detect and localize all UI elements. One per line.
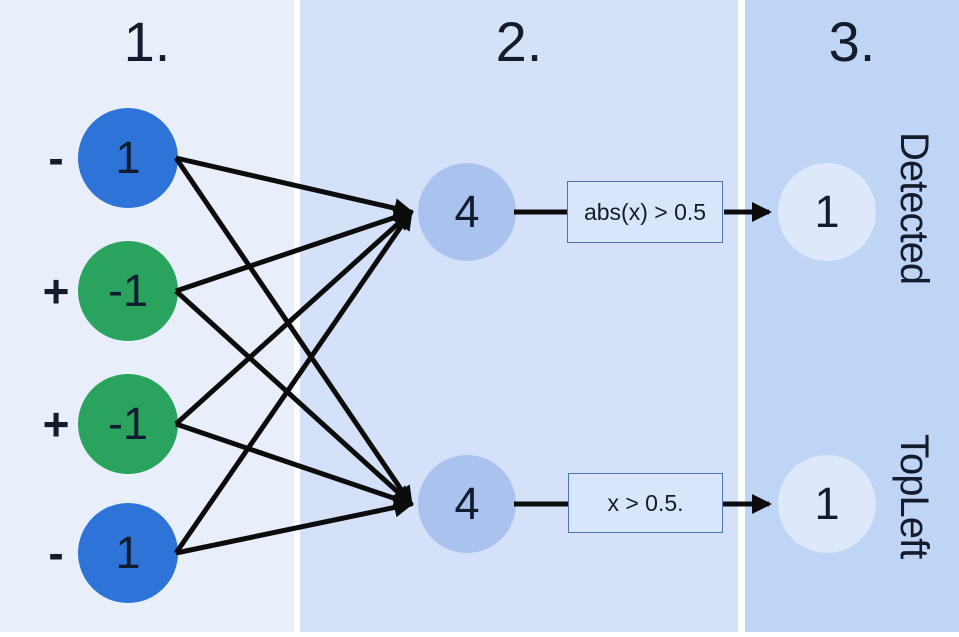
input-node: 1 [78,503,178,603]
hidden-node: 4 [418,163,516,261]
output-label-topleft: TopLeft [892,434,936,559]
output-label-detected: Detected [892,132,936,285]
input-node: -1 [78,374,178,474]
condition-box: x > 0.5. [568,473,723,533]
column-1-header: 1. [123,10,171,73]
output-node: 1 [778,163,876,261]
condition-box: abs(x) > 0.5 [567,181,723,243]
input-node: -1 [78,241,178,341]
column-2-header: 2. [495,10,543,73]
column-3-header: 3. [828,10,876,73]
input-sign: + [42,398,70,450]
input-sign: - [48,132,64,184]
input-sign: - [48,527,64,579]
output-node: 1 [778,455,876,553]
column-2-panel [300,0,738,632]
input-node: 1 [78,108,178,208]
hidden-node: 4 [418,455,516,553]
input-sign: + [42,265,70,317]
